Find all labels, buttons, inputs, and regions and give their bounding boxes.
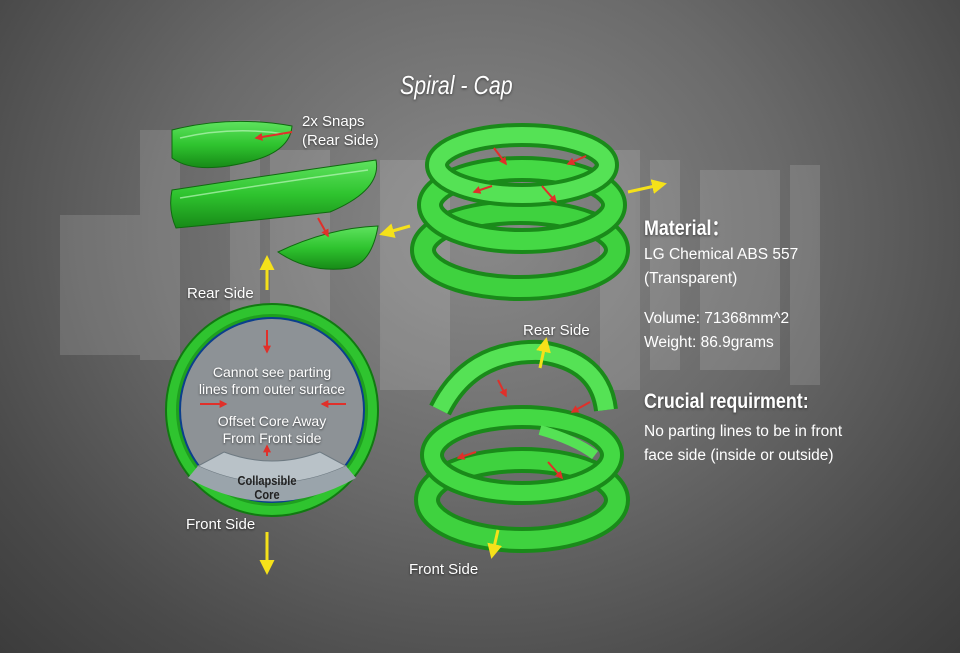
diagram-title: Spiral - Cap [400, 70, 513, 100]
arrow-front-right [487, 529, 503, 559]
cannot-see-line2: lines from outer surface [198, 381, 346, 397]
collapsible-core-line2: Core [254, 487, 280, 502]
snap-piece-long [170, 159, 378, 229]
material-line2: (Transparent) [644, 270, 738, 287]
ring-front-view [165, 303, 379, 517]
rear-side-left-label: Rear Side [187, 285, 254, 302]
arrow-to-snap [379, 223, 411, 238]
snaps-label-line1: 2x Snaps [302, 113, 365, 130]
material-heading: Material： [644, 217, 730, 240]
arrow-rear-right [536, 337, 551, 369]
weight-text: Weight: 86.9grams [644, 334, 774, 351]
material-line1: LG Chemical ABS 557 [644, 246, 799, 263]
rear-side-right-label: Rear Side [523, 322, 590, 339]
yellow-arrows [259, 179, 667, 575]
requirement-line2: face side (inside or outside) [644, 447, 834, 464]
offset-core-line1: Offset Core Away [217, 413, 327, 429]
snap-piece-top [171, 120, 293, 169]
front-side-right-label: Front Side [409, 561, 479, 578]
spiral-bottom [414, 339, 630, 553]
requirement-heading: Crucial requirment: [644, 390, 809, 413]
requirement-line1: No parting lines to be in front [644, 423, 843, 440]
snaps-label-line2: (Rear Side) [302, 132, 379, 149]
volume-text: Volume: 71368mm^2 [644, 310, 790, 327]
collapsible-core-line1: Collapsible [237, 473, 297, 488]
offset-core-line2: From Front side [222, 430, 322, 446]
cannot-see-line1: Cannot see parting [212, 364, 332, 380]
spiral-top [410, 123, 630, 301]
front-side-left-label: Front Side [186, 516, 256, 533]
red-arrows [200, 131, 591, 480]
snap-piece-bottom [277, 225, 379, 270]
arrow-right-out [627, 179, 667, 194]
